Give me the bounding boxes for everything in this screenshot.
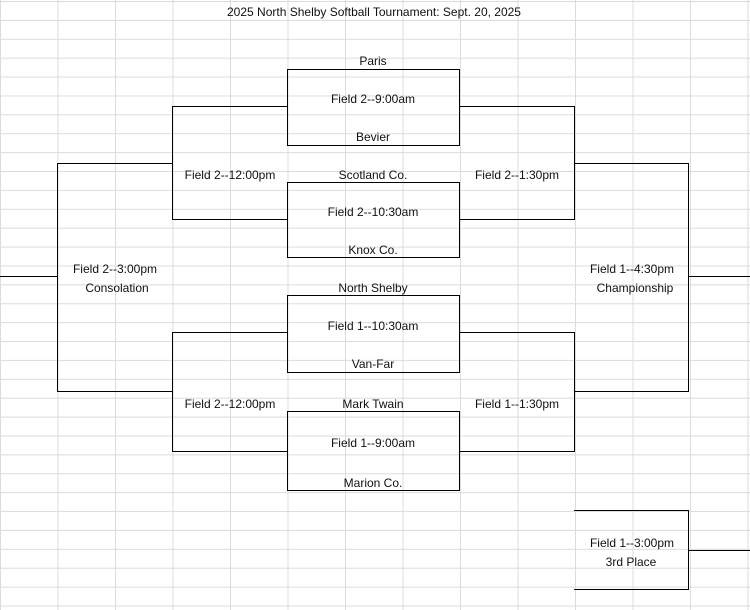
- bracket-line: [688, 276, 750, 277]
- bracket-line: [287, 372, 459, 373]
- bracket-line: [574, 163, 689, 164]
- bracket-line: [459, 69, 460, 146]
- team-label: Knox Co.: [348, 243, 398, 257]
- bracket-line: [287, 490, 459, 491]
- bracket-line: [574, 510, 689, 511]
- game-label: Field 2--1:30pm: [474, 168, 560, 182]
- game-label: Field 1--3:00pm: [589, 536, 675, 550]
- bracket-line: [0, 276, 58, 277]
- bracket-line: [287, 182, 459, 183]
- team-label: Bevier: [355, 130, 391, 144]
- bracket-line: [287, 411, 459, 412]
- bracket-line: [459, 295, 460, 373]
- bracket-line: [688, 550, 750, 551]
- bracket-line: [172, 332, 287, 333]
- bracket-line: [172, 332, 173, 452]
- game-title: Championship: [596, 281, 674, 295]
- team-label: Mark Twain: [342, 397, 404, 411]
- game-label: Field 2--3:00pm: [72, 262, 158, 276]
- team-label: Scotland Co.: [338, 168, 408, 182]
- bracket-line: [574, 391, 689, 392]
- bracket-line: [459, 451, 575, 452]
- game-title: 3rd Place: [605, 555, 657, 569]
- bracket-line: [172, 219, 287, 220]
- game-label: Field 1--4:30pm: [589, 262, 675, 276]
- bracket-line: [57, 391, 173, 392]
- game-label: Field 2--12:00pm: [184, 397, 276, 411]
- page-title: 2025 North Shelby Softball Tournament: S…: [227, 5, 521, 19]
- bracket-line: [287, 257, 459, 258]
- bracket-line: [459, 332, 575, 333]
- game-label: Field 2--10:30am: [327, 205, 419, 219]
- bracket-line: [287, 145, 459, 146]
- bracket-line: [172, 451, 287, 452]
- bracket-line: [287, 69, 459, 70]
- bracket-line: [287, 295, 288, 373]
- bracket-line: [574, 589, 689, 590]
- bracket-line: [574, 332, 575, 452]
- team-label: Van-Far: [351, 357, 395, 371]
- bracket-line: [57, 163, 173, 164]
- game-label: Field 1--9:00am: [330, 436, 416, 450]
- bracket-line: [459, 106, 575, 107]
- bracket-line: [57, 163, 58, 392]
- game-label: Field 1--10:30am: [327, 319, 419, 333]
- team-label: Marion Co.: [343, 476, 403, 490]
- bracket-line: [287, 182, 288, 258]
- game-label: Field 2--9:00am: [330, 92, 416, 106]
- team-label: Paris: [359, 54, 387, 68]
- bracket-line: [172, 106, 287, 107]
- bracket-line: [688, 163, 689, 392]
- game-title: Consolation: [85, 281, 149, 295]
- bracket-line: [287, 411, 288, 491]
- team-label: North Shelby: [338, 281, 408, 295]
- bracket-line: [459, 219, 575, 220]
- bracket-line: [287, 295, 459, 296]
- bracket-line: [459, 182, 460, 258]
- game-label: Field 2--12:00pm: [184, 168, 276, 182]
- bracket-line: [287, 69, 288, 146]
- game-label: Field 1--1:30pm: [474, 397, 560, 411]
